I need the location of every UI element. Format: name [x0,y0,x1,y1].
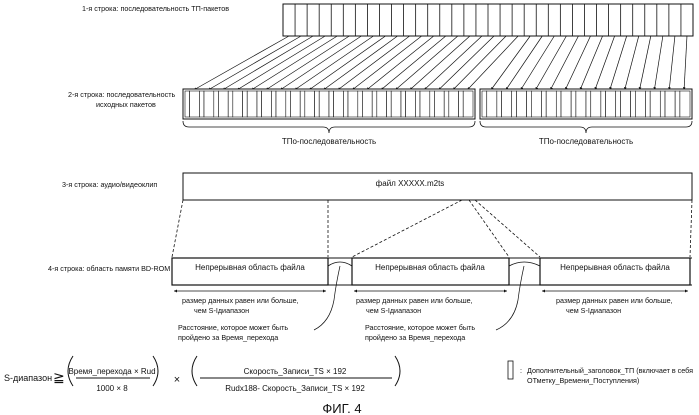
extent2-size-line1: размер данных равен или больше, [356,296,473,305]
extent-label-2: Непрерывная область файла [375,263,485,272]
row3-label: 3-я строка: аудио/видеоклип [62,180,157,189]
extent-label-3: Непрерывная область файла [560,263,670,272]
extent2-size-line2: чем S-Iдиапазон [366,306,421,315]
legend-line1: Дополнительный_заголовок_ТП (включает в … [527,366,693,375]
jump-text-2-line1: Расстояние, которое может быть [365,323,475,332]
file-name: файл XXXXX.m2ts [376,179,445,188]
source-packet-row [183,89,692,119]
legend-line2: ОТметку_Времени_Поступления) [527,376,639,385]
tpo-sequence-label-2: ТПо-последовательность [539,137,633,146]
extent1-size-line1: размер данных равен или больше, [182,296,299,305]
extent3-size-line1: размер данных равен или больше, [556,296,673,305]
jump-text-1-line1: Расстояние, которое может быть [178,323,288,332]
formula-times: × [174,374,180,386]
ts-packet-row [283,4,693,36]
formula-frac2-numerator: Скорость_Записи_TS × 192 [244,367,347,376]
legend-colon: : [520,366,522,375]
formula-geq: ≧ [53,369,65,385]
formula-frac1-numerator: Время_перехода × Rud [68,367,155,376]
projection-lines [172,200,692,257]
legend: : Дополнительный_заголовок_ТП (включает … [508,361,693,385]
formula-lhs: S-диапазон [4,373,52,383]
figure-caption: ФИГ. 4 [322,401,361,415]
row2-label-line1: 2-я строка: последовательность [68,90,175,99]
row4-label: 4-я строка: область памяти BD-ROM [48,264,170,273]
formula-frac1-denominator: 1000 × 8 [96,384,128,393]
extent3-size-line2: чем S-Iдиапазон [566,306,621,315]
tpo-brace-2 [480,121,692,133]
row2-label-line2: исходных пакетов [96,100,156,109]
s-range-formula: S-диапазон ≧ Время_перехода × Rud 1000 ×… [4,356,400,393]
jump-text-1-line2: пройдено за Время_перехода [178,333,278,342]
tpo-sequence-label-1: ТПо-последовательность [282,137,376,146]
packet-mapping-arrows [194,36,687,90]
extra-header-swatch-icon [508,361,513,379]
jump-text-2-line2: пройдено за Время_перехода [365,333,465,342]
extent-label-1: Непрерывная область файла [195,263,305,272]
row1-label: 1-я строка: последовательность ТП-пакето… [82,4,229,13]
formula-frac2-denominator: Rudx188- Скорость_Записи_TS × 192 [225,384,365,393]
tpo-brace-1 [183,121,475,133]
extent1-size-line2: чем S-Iдиапазон [194,306,249,315]
